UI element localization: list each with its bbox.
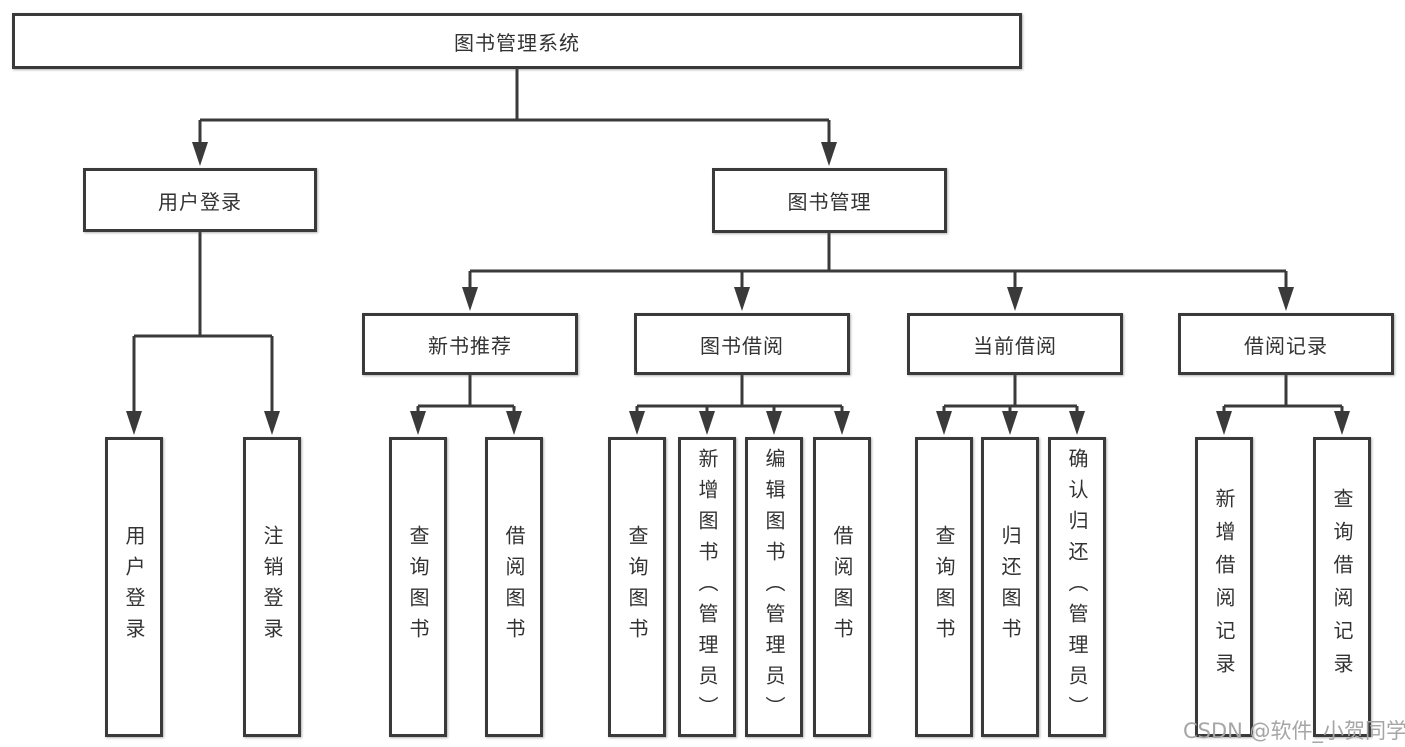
leaf-return-books: 归还图书 (981, 437, 1039, 737)
arrowhead-icon (766, 411, 782, 435)
arrowhead-icon (734, 287, 750, 311)
node-root-label: 图书管理系统 (454, 30, 580, 55)
arrowhead-icon (410, 411, 426, 435)
leaf-query-books-borrowing-label: 查询图书 (625, 525, 649, 649)
leaf-add-borrow-record: 新增借阅记录 (1195, 437, 1253, 737)
leaf-query-books-recommend-label: 查询图书 (406, 525, 430, 649)
leaf-borrow-books-borrowing: 借阅图书 (813, 437, 871, 737)
leaf-query-borrow-record: 查询借阅记录 (1313, 437, 1371, 737)
leaf-add-borrow-record-label: 新增借阅记录 (1212, 488, 1236, 686)
arrowhead-icon (936, 411, 952, 435)
leaf-edit-books-admin-label: 编辑图书（管理员） (762, 447, 786, 727)
node-current-borrowing-label: 当前借阅 (973, 333, 1057, 358)
arrowhead-icon (1278, 287, 1294, 311)
leaf-query-books-current-label: 查询图书 (932, 525, 956, 649)
arrowhead-icon (1002, 411, 1018, 435)
node-book-management-label: 图书管理 (787, 190, 872, 214)
arrowhead-icon (1216, 411, 1232, 435)
leaf-logout: 注销登录 (243, 437, 301, 737)
connector (1216, 375, 1350, 435)
leaf-logout-label: 注销登录 (260, 525, 284, 649)
connector (629, 375, 850, 435)
arrowhead-icon (462, 287, 478, 311)
arrowhead-icon (264, 411, 280, 435)
arrowhead-icon (1334, 411, 1350, 435)
node-new-book-recommendation: 新书推荐 (362, 313, 578, 375)
connector (410, 375, 522, 435)
node-user-login: 用户登录 (83, 168, 317, 232)
node-root: 图书管理系统 (12, 13, 1022, 69)
arrowhead-icon (1007, 287, 1023, 311)
connector (936, 375, 1085, 435)
leaf-confirm-return-admin: 确认归还（管理员） (1048, 437, 1106, 737)
arrowhead-icon (699, 411, 715, 435)
connector (192, 69, 837, 166)
node-book-borrowing-label: 图书借阅 (700, 333, 784, 358)
leaf-user-login: 用户登录 (105, 437, 163, 737)
node-user-login-label: 用户登录 (158, 189, 242, 214)
leaf-borrow-books-recommend: 借阅图书 (485, 437, 543, 737)
node-book-management: 图书管理 (712, 168, 947, 233)
arrowhead-icon (834, 411, 850, 435)
leaf-edit-books-admin: 编辑图书（管理员） (745, 437, 803, 737)
connector (126, 232, 280, 435)
node-new-book-recommendation-label: 新书推荐 (428, 333, 512, 358)
node-borrowing-records: 借阅记录 (1178, 313, 1394, 375)
node-book-borrowing: 图书借阅 (634, 313, 850, 375)
leaf-borrow-books-borrowing-label: 借阅图书 (830, 525, 854, 649)
leaf-query-books-recommend: 查询图书 (389, 437, 447, 737)
leaf-confirm-return-admin-label: 确认归还（管理员） (1065, 447, 1089, 727)
arrowhead-icon (506, 411, 522, 435)
leaf-return-books-label: 归还图书 (998, 525, 1022, 649)
leaf-query-books-borrowing: 查询图书 (608, 437, 666, 737)
connector (462, 233, 1294, 311)
leaf-borrow-books-recommend-label: 借阅图书 (502, 525, 526, 649)
arrowhead-icon (1069, 411, 1085, 435)
leaf-user-login-label: 用户登录 (122, 525, 146, 649)
arrowhead-icon (126, 411, 142, 435)
arrowhead-icon (192, 142, 208, 166)
leaf-add-books-admin: 新增图书（管理员） (678, 437, 736, 737)
arrowhead-icon (629, 411, 645, 435)
arrowhead-icon (821, 142, 837, 166)
node-current-borrowing: 当前借阅 (907, 313, 1123, 375)
leaf-add-books-admin-label: 新增图书（管理员） (695, 447, 719, 727)
csdn-watermark: CSDN @软件_小贺同学 (1183, 719, 1405, 743)
leaf-query-borrow-record-label: 查询借阅记录 (1330, 488, 1354, 686)
node-borrowing-records-label: 借阅记录 (1244, 333, 1328, 358)
leaf-query-books-current: 查询图书 (915, 437, 973, 737)
